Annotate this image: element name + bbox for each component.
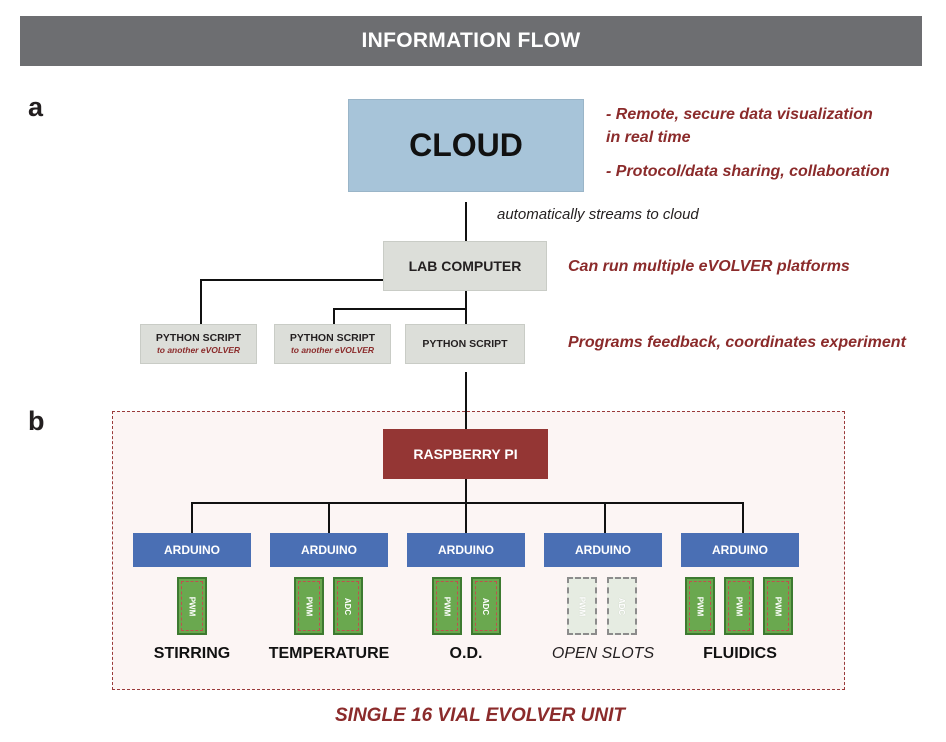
cloud-box: CLOUD xyxy=(348,99,584,192)
chip-3-1: PWM xyxy=(432,577,462,635)
module-label-4: OPEN SLOTS xyxy=(551,645,655,662)
lab-script3-connector xyxy=(465,291,467,324)
chip-5-1: PWM xyxy=(685,577,715,635)
chip-label-4-1: PWM xyxy=(577,596,587,616)
unit-caption: SINGLE 16 VIAL EVOLVER UNIT xyxy=(335,705,625,726)
lab-script2-h-connector xyxy=(333,308,467,310)
chip-label-5-1: PWM xyxy=(695,596,705,616)
lab-script1-h-connector xyxy=(200,279,383,281)
cloud-label: CLOUD xyxy=(409,127,523,163)
panel-label-b: b xyxy=(28,406,45,436)
module-label-1: STIRRING xyxy=(153,645,231,662)
lab-computer-label: LAB COMPUTER xyxy=(408,258,522,274)
arduino-box-1: ARDUINO xyxy=(133,533,251,567)
cloud-lab-connector xyxy=(465,202,467,241)
cloud-notes: - Remote, secure data visualization in r… xyxy=(606,103,926,183)
header-title: INFORMATION FLOW xyxy=(361,29,581,52)
header-bar: INFORMATION FLOW xyxy=(20,16,922,66)
chip-label-1-1: PWM xyxy=(187,596,197,616)
script-raspberry-connector xyxy=(465,372,467,429)
chip-5-2: PWM xyxy=(724,577,754,635)
chip-5-3: PWM xyxy=(763,577,793,635)
chip-label-5-2: PWM xyxy=(734,596,744,616)
chip-label-4-2: ADC xyxy=(617,597,627,615)
cloud-note-1: - Remote, secure data visualization xyxy=(606,106,873,123)
python-script-sub-1: to another eVOLVER xyxy=(156,345,241,355)
stream-label: automatically streams to cloud xyxy=(497,206,699,223)
raspberry-pi-box: RASPBERRY PI xyxy=(383,429,548,479)
arduino-label-2: ARDUINO xyxy=(301,543,357,557)
panel-label-a: a xyxy=(28,92,44,122)
tree-drop-4 xyxy=(604,502,606,533)
module-label-2: TEMPERATURE xyxy=(268,645,390,662)
chip-label-3-1: PWM xyxy=(442,596,452,616)
python-script-box-3: PYTHON SCRIPT xyxy=(405,324,525,364)
arduino-label-5: ARDUINO xyxy=(712,543,768,557)
chip-3-2: ADC xyxy=(471,577,501,635)
chip-2-1: PWM xyxy=(294,577,324,635)
python-script-label-2: PYTHON SCRIPT xyxy=(289,332,376,344)
cloud-note-3: - Protocol/data sharing, collaboration xyxy=(606,163,890,180)
tree-drop-1 xyxy=(191,502,193,533)
scripts-note: Programs feedback, coordinates experimen… xyxy=(568,334,906,351)
python-script-box-1: PYTHON SCRIPT to another eVOLVER xyxy=(140,324,257,364)
arduino-label-1: ARDUINO xyxy=(164,543,220,557)
arduino-box-4: ARDUINO xyxy=(544,533,662,567)
raspberry-tree-stem xyxy=(465,479,467,503)
chip-4-2: ADC xyxy=(607,577,637,635)
lab-script2-v-connector xyxy=(333,308,335,324)
arduino-label-4: ARDUINO xyxy=(575,543,631,557)
arduino-box-3: ARDUINO xyxy=(407,533,525,567)
python-script-box-2: PYTHON SCRIPT to another eVOLVER xyxy=(274,324,391,364)
module-label-5: FLUIDICS xyxy=(703,645,777,662)
raspberry-tree-bar xyxy=(191,502,744,504)
chip-2-2: ADC xyxy=(333,577,363,635)
tree-drop-5 xyxy=(742,502,744,533)
raspberry-pi-label: RASPBERRY PI xyxy=(413,446,518,462)
lab-computer-box: LAB COMPUTER xyxy=(383,241,547,291)
chip-label-5-3: PWM xyxy=(773,596,783,616)
lab-script1-v-connector xyxy=(200,279,202,324)
tree-drop-3 xyxy=(465,502,467,533)
chip-1-1: PWM xyxy=(177,577,207,635)
python-script-sub-2: to another eVOLVER xyxy=(290,345,375,355)
module-label-3: O.D. xyxy=(449,645,483,662)
chip-label-2-1: PWM xyxy=(304,596,314,616)
python-script-label-3: PYTHON SCRIPT xyxy=(422,338,508,350)
arduino-box-5: ARDUINO xyxy=(681,533,799,567)
chip-label-3-2: ADC xyxy=(481,597,491,615)
chip-label-2-2: ADC xyxy=(343,597,353,615)
lab-computer-note: Can run multiple eVOLVER platforms xyxy=(568,258,850,275)
arduino-box-2: ARDUINO xyxy=(270,533,388,567)
tree-drop-2 xyxy=(328,502,330,533)
chip-4-1: PWM xyxy=(567,577,597,635)
python-script-label-1: PYTHON SCRIPT xyxy=(155,332,242,344)
arduino-label-3: ARDUINO xyxy=(438,543,494,557)
cloud-note-2: in real time xyxy=(606,129,691,146)
